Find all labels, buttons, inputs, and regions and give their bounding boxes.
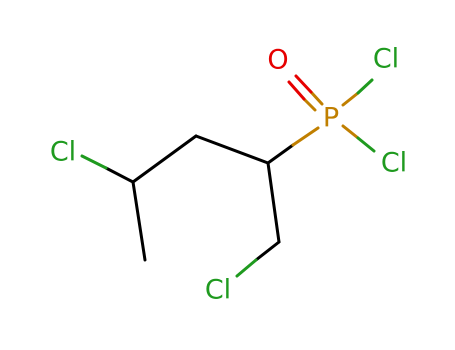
bond-c1-c2 (131, 180, 147, 262)
atom-label-cl-left: Cl (50, 137, 76, 168)
bond-c2-cl-green (80, 154, 108, 170)
bond-p-o-1-red (287, 80, 306, 101)
atom-label-p: P (323, 103, 339, 134)
bond-p-cl-right-green (356, 136, 376, 153)
bond-c2-c3 (131, 134, 198, 184)
bond-c4-p-black (266, 143, 295, 165)
bond-c2-cl-black (104, 166, 135, 184)
bond-c3-c4 (194, 134, 270, 165)
bond-c5-cl-black (254, 240, 281, 262)
atom-label-o: O (267, 45, 288, 76)
atom-label-cl-p-top: Cl (373, 44, 399, 75)
bond-p-o-1-gold (302, 97, 317, 112)
bond-p-o-2-red (294, 74, 313, 94)
bond-p-o-2-gold (309, 90, 324, 106)
bond-p-cl-top-gold (341, 91, 360, 107)
atom-label-cl-bottom: Cl (205, 275, 231, 306)
bond-c5-cl-green (235, 258, 258, 278)
bond-c4-c5 (266, 161, 281, 244)
bond-c4-p-gold (291, 126, 320, 147)
atom-label-cl-p-right: Cl (381, 148, 407, 179)
bond-p-cl-right-gold (341, 124, 360, 140)
bond-p-cl-top-green (356, 78, 374, 95)
